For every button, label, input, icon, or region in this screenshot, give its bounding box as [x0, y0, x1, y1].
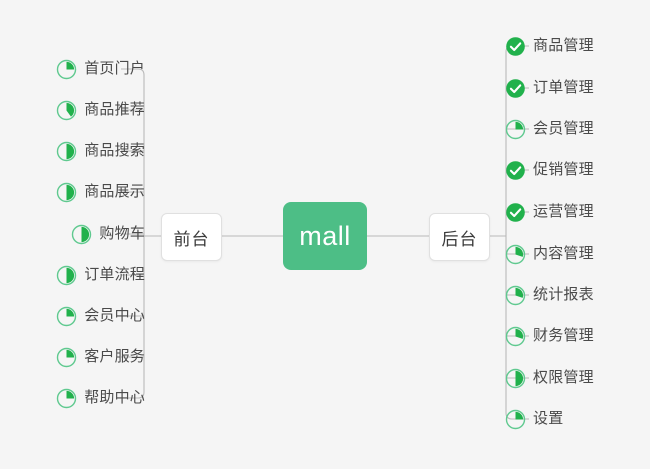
- check-circle-icon: [506, 160, 525, 180]
- pie-progress-icon: [505, 368, 526, 388]
- leaf-node[interactable]: 权限管理: [505, 365, 594, 391]
- leaf-node[interactable]: 商品推荐: [56, 97, 145, 123]
- check-circle-icon: [506, 36, 525, 56]
- leaf-node-label: 促销管理: [533, 161, 594, 178]
- leaf-node[interactable]: 客户服务: [56, 344, 145, 370]
- leaf-node[interactable]: 订单管理: [505, 75, 594, 101]
- leaf-node-label: 财务管理: [533, 327, 594, 344]
- pie-progress-icon: [505, 326, 526, 346]
- node-root-mall[interactable]: mall: [283, 202, 367, 270]
- leaf-node-label: 商品展示: [84, 183, 145, 200]
- leaf-node[interactable]: 帮助中心: [56, 385, 145, 411]
- node-root-label: mall: [299, 220, 351, 251]
- pie-progress-icon: [56, 388, 77, 408]
- pie-progress-icon: [56, 59, 77, 79]
- pie-progress-icon: [56, 100, 77, 120]
- pie-progress-icon: [505, 244, 526, 264]
- leaf-node[interactable]: 订单流程: [56, 262, 145, 288]
- leaf-node-label: 商品搜索: [84, 142, 145, 159]
- pie-progress-icon: [56, 141, 77, 161]
- leaf-node[interactable]: 财务管理: [505, 323, 594, 349]
- pie-progress-icon: [505, 409, 526, 429]
- check-circle-icon: [506, 202, 525, 222]
- leaf-node[interactable]: 购物车: [71, 221, 145, 247]
- leaf-node[interactable]: 促销管理: [505, 157, 594, 183]
- leaf-node[interactable]: 内容管理: [505, 241, 594, 267]
- leaf-node[interactable]: 会员管理: [505, 116, 594, 142]
- pie-progress-icon: [505, 119, 526, 139]
- leaf-node-label: 首页门户: [84, 60, 145, 77]
- leaf-node-label: 会员中心: [84, 307, 145, 324]
- leaf-node-label: 订单流程: [84, 266, 145, 283]
- node-back-office[interactable]: 后台: [429, 213, 490, 261]
- check-circle-icon: [506, 78, 525, 98]
- node-back-office-label: 后台: [441, 229, 478, 249]
- pie-progress-icon: [505, 285, 526, 305]
- leaf-node-label: 帮助中心: [84, 389, 145, 406]
- branch-column-back: 商品管理订单管理会员管理促销管理运营管理内容管理统计报表财务管理权限管理设置: [505, 0, 650, 469]
- leaf-node-label: 订单管理: [533, 79, 594, 96]
- leaf-node[interactable]: 商品搜索: [56, 138, 145, 164]
- leaf-node-label: 权限管理: [533, 369, 594, 386]
- pie-progress-icon: [56, 265, 77, 285]
- pie-progress-icon: [56, 306, 77, 326]
- node-front-office[interactable]: 前台: [161, 213, 222, 261]
- leaf-node[interactable]: 会员中心: [56, 303, 145, 329]
- leaf-node[interactable]: 首页门户: [56, 56, 145, 82]
- pie-progress-icon: [56, 182, 77, 202]
- leaf-node[interactable]: 统计报表: [505, 282, 594, 308]
- leaf-node[interactable]: 运营管理: [505, 199, 594, 225]
- leaf-node-label: 商品推荐: [84, 101, 145, 118]
- leaf-node[interactable]: 商品展示: [56, 179, 145, 205]
- leaf-node-label: 商品管理: [533, 37, 594, 54]
- leaf-node-label: 会员管理: [533, 120, 594, 137]
- leaf-node-label: 购物车: [99, 225, 145, 242]
- leaf-node-label: 客户服务: [84, 348, 145, 365]
- pie-progress-icon: [56, 347, 77, 367]
- leaf-node[interactable]: 商品管理: [505, 33, 594, 59]
- leaf-node-label: 设置: [533, 410, 564, 427]
- leaf-node-label: 运营管理: [533, 203, 594, 220]
- leaf-node-label: 统计报表: [533, 286, 594, 303]
- branch-column-front: 首页门户商品推荐商品搜索商品展示购物车订单流程会员中心客户服务帮助中心: [0, 0, 145, 469]
- pie-progress-icon: [72, 224, 92, 244]
- leaf-node-label: 内容管理: [533, 245, 594, 262]
- leaf-node[interactable]: 设置: [505, 406, 563, 432]
- node-front-office-label: 前台: [173, 229, 210, 249]
